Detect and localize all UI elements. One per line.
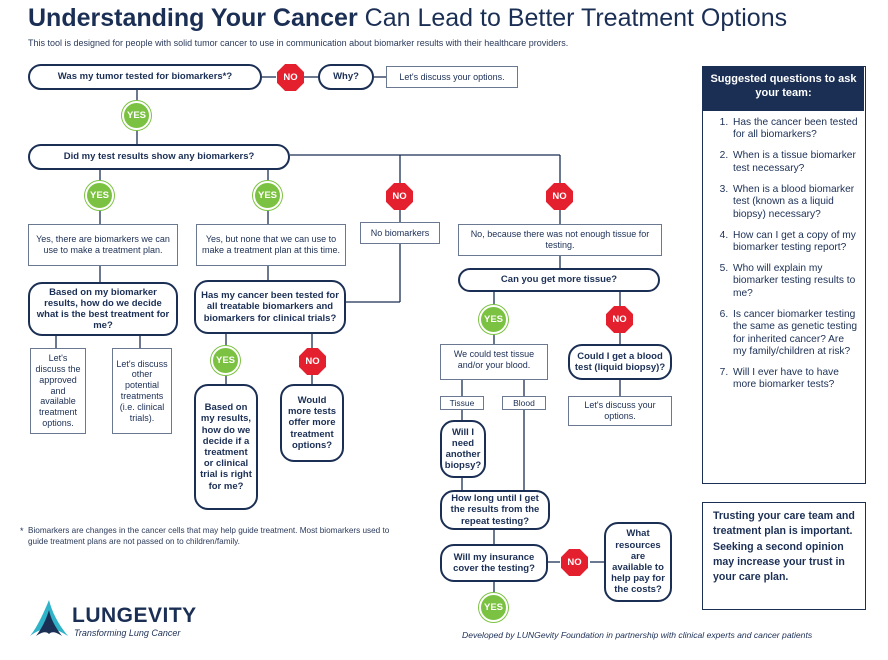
answer-test-tissue-blood: We could test tissue and/or your blood. xyxy=(440,344,548,380)
credit-line: Developed by LUNGevity Foundation in par… xyxy=(462,630,813,640)
yes-badge: YES xyxy=(479,305,508,334)
list-item: Who will explain my biomarker testing re… xyxy=(731,263,859,300)
answer-discuss-options-2: Let's discuss your options. xyxy=(568,396,672,426)
suggested-questions-title: Suggested questions to ask your team: xyxy=(703,67,864,111)
no-badge: NO xyxy=(561,549,588,576)
question-all-biomarkers-tested: Has my cancer been tested for all treata… xyxy=(194,280,346,334)
biomarker-footnote: Biomarkers are changes in the cancer cel… xyxy=(28,526,390,546)
question-insurance: Will my insurance cover the testing? xyxy=(440,544,548,582)
list-item: When is a tissue biomarker test necessar… xyxy=(731,150,859,175)
list-item: Is cancer biomarker testing the same as … xyxy=(731,309,859,359)
question-resources: What resources are available to help pay… xyxy=(604,522,672,602)
question-more-tests: Would more tests offer more treatment op… xyxy=(280,384,344,462)
logo-tagline: Transforming Lung Cancer xyxy=(74,628,181,638)
no-badge: NO xyxy=(386,183,413,210)
question-why: Why? xyxy=(318,64,374,90)
footnote-bullet: * xyxy=(20,526,24,536)
suggested-questions-panel: Suggested questions to ask your team: Ha… xyxy=(702,66,866,484)
lungevity-logo-icon xyxy=(30,600,68,636)
label-tissue: Tissue xyxy=(440,396,484,410)
answer-yes-none-usable: Yes, but none that we can use to make a … xyxy=(196,224,346,266)
answer-not-enough-tissue: No, because there was not enough tissue … xyxy=(458,224,662,256)
no-badge: NO xyxy=(606,306,633,333)
answer-yes-biomarkers: Yes, there are biomarkers we can use to … xyxy=(28,224,178,266)
no-badge: NO xyxy=(546,183,573,210)
suggested-questions-list: Has the cancer been tested for all bioma… xyxy=(703,117,865,400)
list-item: When is a blood biomarker test (known as… xyxy=(731,184,859,221)
yes-badge: YES xyxy=(211,346,240,375)
list-item: How can I get a copy of my biomarker tes… xyxy=(731,230,859,255)
no-badge: NO xyxy=(277,64,304,91)
list-item: Has the cancer been tested for all bioma… xyxy=(731,117,859,142)
question-how-long: How long until I get the results from th… xyxy=(440,490,550,530)
label-blood: Blood xyxy=(502,396,546,410)
answer-discuss-options: Let's discuss your options. xyxy=(386,66,518,88)
no-badge: NO xyxy=(299,348,326,375)
yes-badge: YES xyxy=(122,101,151,130)
question-best-treatment: Based on my biomarker results, how do we… xyxy=(28,282,178,336)
question-test-results: Did my test results show any biomarkers? xyxy=(28,144,290,170)
question-more-tissue: Can you get more tissue? xyxy=(458,268,660,292)
answer-no-biomarkers: No biomarkers xyxy=(360,222,440,244)
question-tumor-tested: Was my tumor tested for biomarkers*? xyxy=(28,64,262,90)
list-item: Will I ever have to have more biomarker … xyxy=(731,367,859,392)
yes-badge: YES xyxy=(85,181,114,210)
question-blood-test: Could I get a blood test (liquid biopsy)… xyxy=(568,344,672,380)
question-decide-trial: Based on my results, how do we decide if… xyxy=(194,384,258,510)
logo-wordmark: LUNGEVITY xyxy=(72,604,197,627)
page-subtitle: This tool is designed for people with so… xyxy=(28,38,569,48)
page-title: Understanding Your Cancer Can Lead to Be… xyxy=(28,4,788,32)
yes-badge: YES xyxy=(253,181,282,210)
trust-care-team-note: Trusting your care team and treatment pl… xyxy=(702,502,866,610)
answer-discuss-other: Let's discuss other potential treatments… xyxy=(112,348,172,434)
question-another-biopsy: Will I need another biopsy? xyxy=(440,420,486,478)
answer-discuss-approved: Let's discuss the approved and available… xyxy=(30,348,86,434)
yes-badge: YES xyxy=(479,593,508,622)
